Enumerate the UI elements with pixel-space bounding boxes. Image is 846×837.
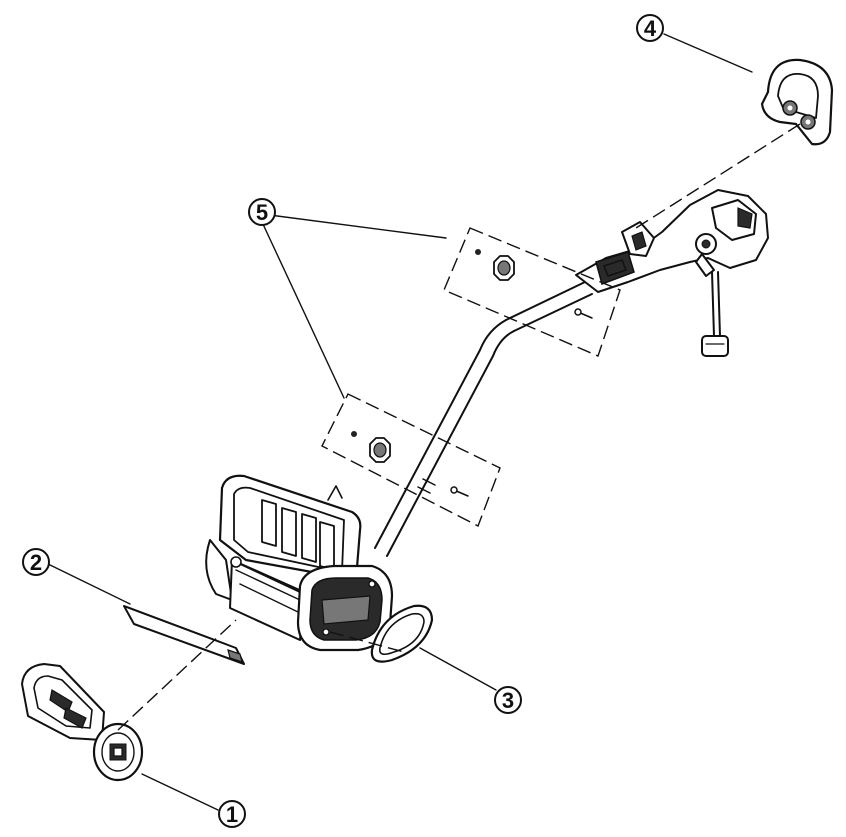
callout-2-label: 2: [30, 550, 42, 575]
callout-4-label: 4: [644, 16, 657, 41]
shaft: [374, 281, 593, 557]
callout-1: 1: [218, 800, 246, 828]
callout-5: 5: [248, 198, 276, 226]
part-5-hardware-upper: [443, 227, 621, 357]
callout-1-label: 1: [226, 802, 238, 827]
part-2-scraper-blade: [123, 605, 245, 665]
part-5-hardware-lower: [321, 393, 501, 527]
callout-3: 3: [494, 686, 522, 714]
callout-4: 4: [636, 14, 664, 42]
leader-lines: [47, 33, 753, 811]
callout-5-label: 5: [256, 200, 268, 225]
callout-2: 2: [22, 548, 50, 576]
part-1-impeller-assembly: [21, 663, 144, 782]
callout-3-label: 3: [502, 688, 514, 713]
part-3-drive-belt: [370, 604, 434, 663]
motor-handle-assembly: [575, 189, 769, 357]
part-4-auxiliary-handle: [760, 58, 834, 146]
main-housing: [205, 474, 394, 652]
